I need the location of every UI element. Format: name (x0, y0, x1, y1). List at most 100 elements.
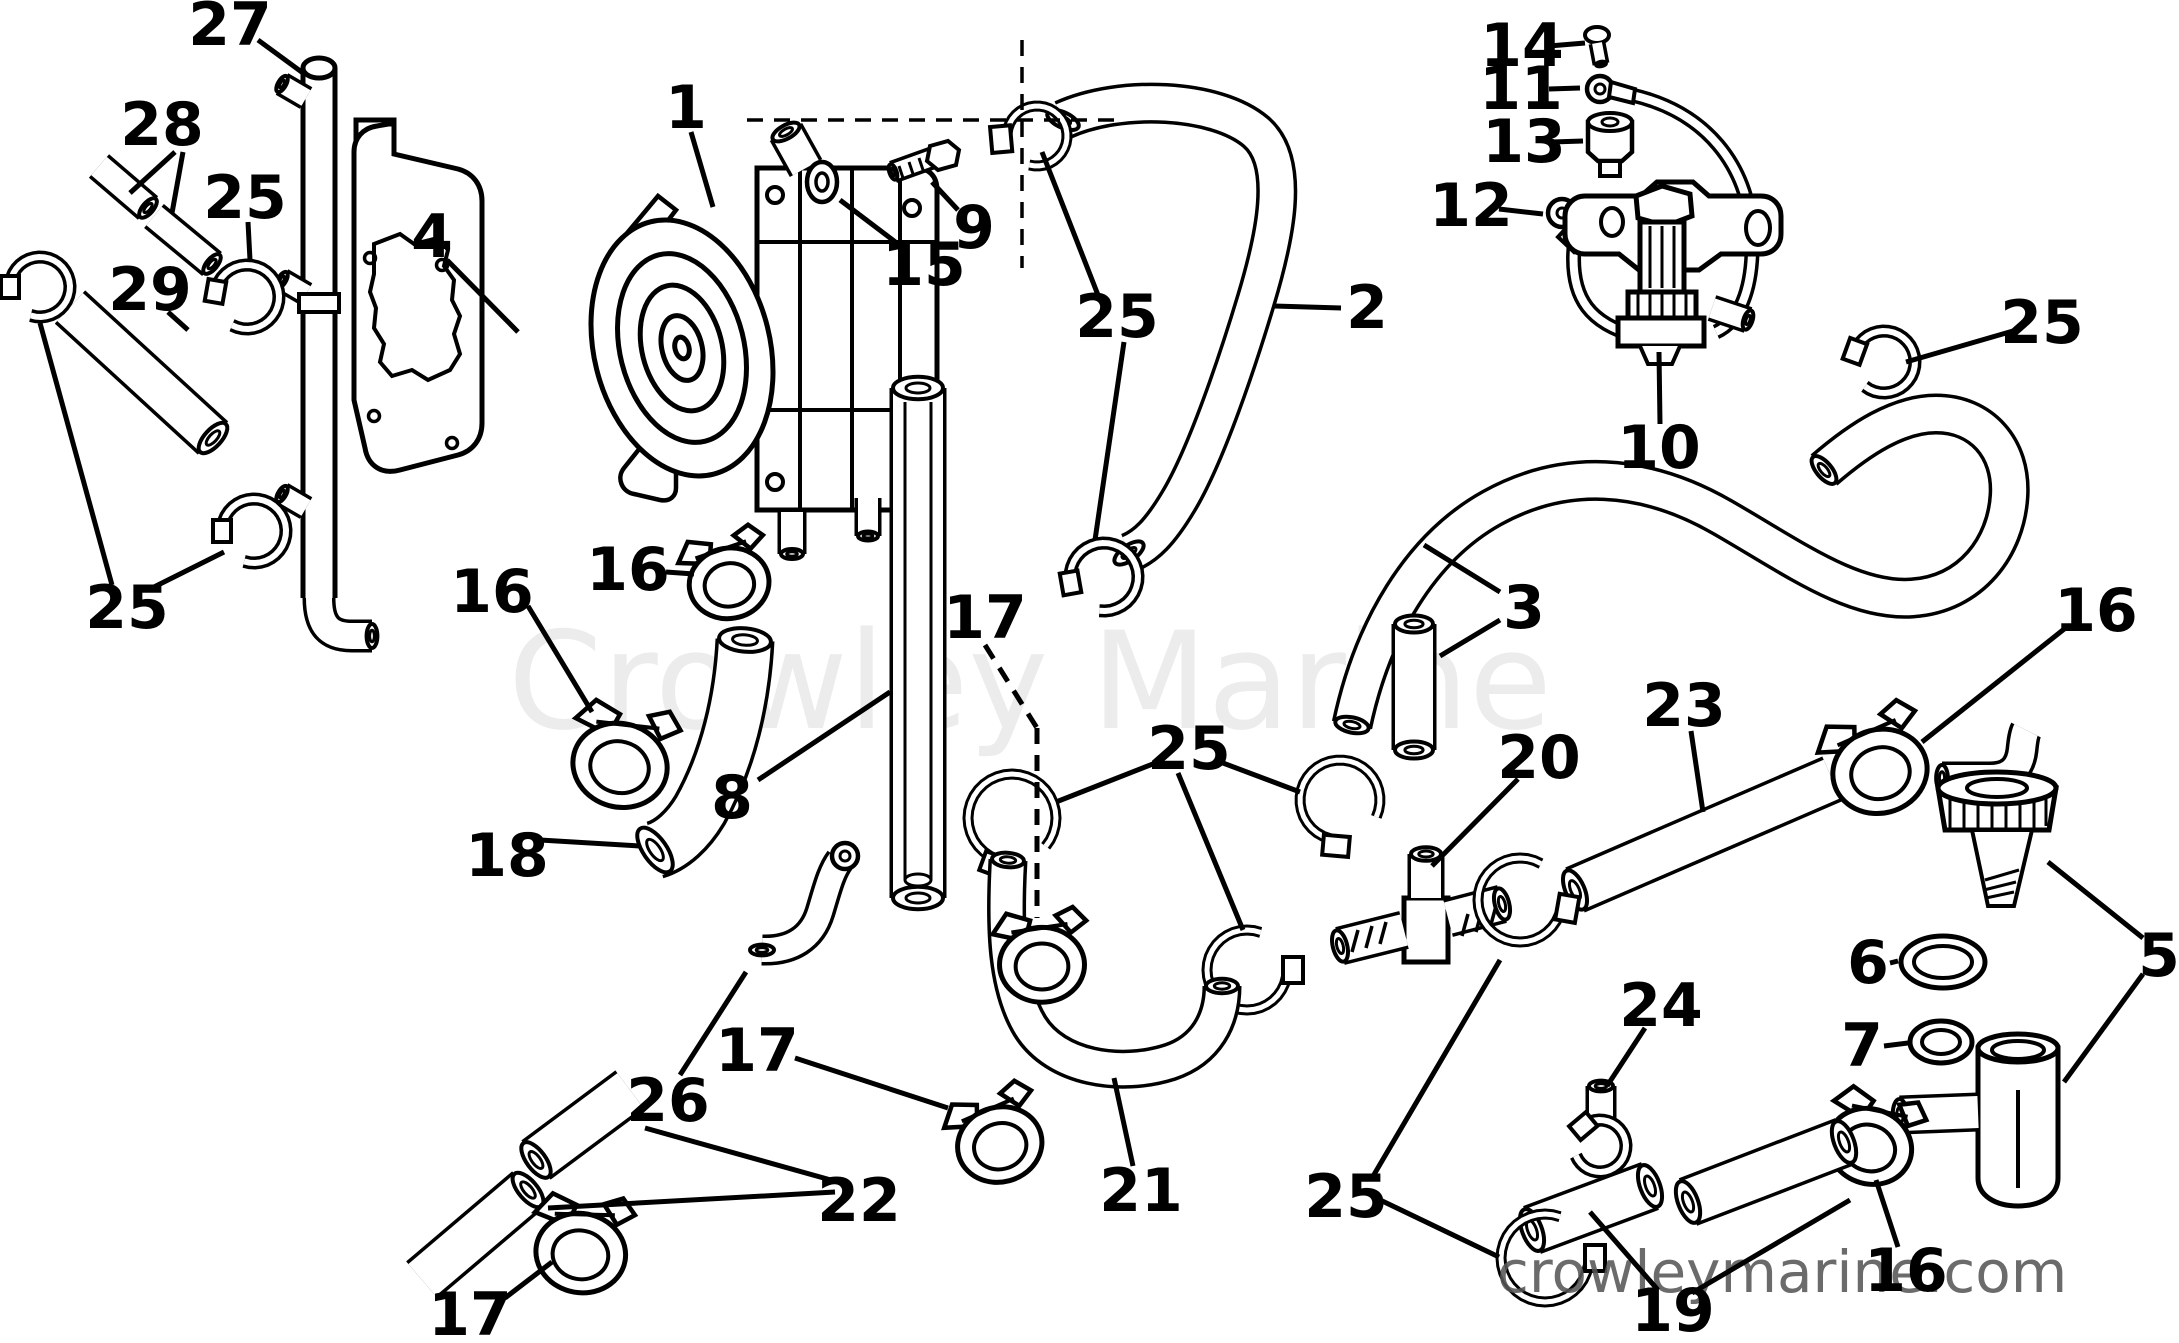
tube-opening (1673, 1179, 1703, 1225)
part-number-label: 8 (711, 763, 753, 833)
tube-opening (891, 884, 945, 912)
clip-head (1566, 1109, 1601, 1143)
callout-23: 23 (1642, 671, 1726, 813)
tube-bore (368, 628, 376, 644)
callout-29: 29 (108, 255, 192, 332)
part-number-label: 17 (943, 583, 1027, 653)
tube-bore (206, 257, 218, 271)
callout-21: 21 (1099, 1077, 1183, 1226)
leader-line (838, 198, 904, 249)
tube-fill (523, 1073, 643, 1177)
clip-head (1840, 335, 1870, 368)
tube-opening (1393, 739, 1435, 761)
leader-line (1369, 958, 1503, 1180)
tube-bore (204, 429, 222, 447)
callout-1: 1 (665, 73, 716, 208)
tie-head (1583, 1243, 1607, 1273)
leader-line (794, 1055, 949, 1111)
part-number-label: 25 (1147, 714, 1231, 784)
part-number-label: 13 (1482, 107, 1566, 177)
callout-3: 3 (1422, 542, 1545, 659)
leader-line (1055, 757, 1164, 805)
leader-line (150, 549, 226, 591)
callout-28: 28 (120, 90, 204, 214)
clamp-screw (596, 719, 660, 731)
bolt-hole (444, 435, 460, 451)
part-number-label: 17 (715, 1016, 799, 1086)
part-number-label: 7 (1841, 1011, 1883, 1081)
leader-line (1548, 40, 1586, 49)
tube-fill (1524, 1165, 1658, 1251)
leader-line (1656, 351, 1663, 425)
callout-10: 10 (1617, 351, 1701, 483)
leader-line (1422, 542, 1502, 595)
tube-bore (142, 201, 154, 215)
tube-fill (1336, 914, 1408, 962)
leader-line (128, 150, 177, 195)
part-number-label: 4 (411, 202, 453, 272)
tube-fill (772, 124, 820, 176)
clamp-screw (1836, 718, 1897, 748)
tube-fill (57, 292, 226, 453)
part-number-label: 11 (1479, 54, 1563, 124)
leader-line (169, 151, 186, 214)
tube-opening (748, 942, 776, 958)
leader-line (1498, 206, 1544, 217)
part-number-label: 9 (953, 193, 995, 263)
leader-line (1214, 757, 1301, 795)
tube-fill (146, 206, 220, 274)
tube-fill (1566, 759, 1841, 910)
tube-bore (527, 1150, 545, 1170)
clamp-bore (1849, 745, 1912, 802)
callout-24: 24 (1604, 971, 1703, 1088)
pump-bolt (765, 185, 785, 205)
tube-bore (645, 837, 665, 863)
tube-bore (1403, 744, 1425, 756)
tube-opening (891, 374, 945, 402)
tube-bore (1744, 313, 1752, 327)
callout-7: 7 (1841, 1011, 1909, 1081)
callout-13: 13 (1482, 107, 1584, 177)
tube-opening (364, 622, 380, 650)
callout-9: 9 (930, 180, 995, 263)
clamp-wing (996, 1078, 1035, 1109)
part-number-label: 16 (450, 557, 534, 627)
hose-fill (1335, 396, 2027, 729)
pump-cover-ring (672, 334, 692, 362)
terminal-crimp (1606, 79, 1638, 106)
part-number-label: 1 (665, 73, 707, 143)
part-number-label: 22 (817, 1166, 901, 1236)
solenoid-base (1615, 315, 1707, 349)
part-number-label: 18 (465, 821, 549, 891)
tube-opening (1204, 976, 1240, 996)
leader-line (982, 643, 1040, 730)
bolt-head (924, 138, 962, 173)
leader-line (1548, 85, 1581, 92)
callout-15: 15 (838, 198, 966, 300)
bolt-hole (362, 250, 378, 266)
leader-line (1588, 1210, 1660, 1292)
tube-bore (277, 488, 287, 500)
leader-line (1873, 1179, 1901, 1248)
tube-collar (297, 292, 341, 314)
callout-14: 14 (1480, 11, 1586, 81)
callout-25: 25 (1304, 958, 1503, 1260)
part-number-label: 25 (85, 573, 169, 643)
callout-4: 4 (411, 202, 520, 334)
tube-bore (731, 633, 759, 647)
leader-line (525, 604, 595, 714)
callout-25: 25 (37, 322, 226, 643)
bolt-hole (366, 408, 382, 424)
part-number-label: 21 (1099, 1156, 1183, 1226)
leader-line (1175, 772, 1246, 931)
leader-line (2046, 860, 2145, 940)
tube-bore (277, 78, 287, 90)
clamp-wing (1051, 904, 1090, 936)
leader-line (166, 310, 190, 332)
part-number-label: 14 (1480, 11, 1564, 81)
tube-bore (998, 855, 1018, 865)
leader-line (1430, 777, 1520, 868)
callout-16: 16 (450, 557, 595, 714)
